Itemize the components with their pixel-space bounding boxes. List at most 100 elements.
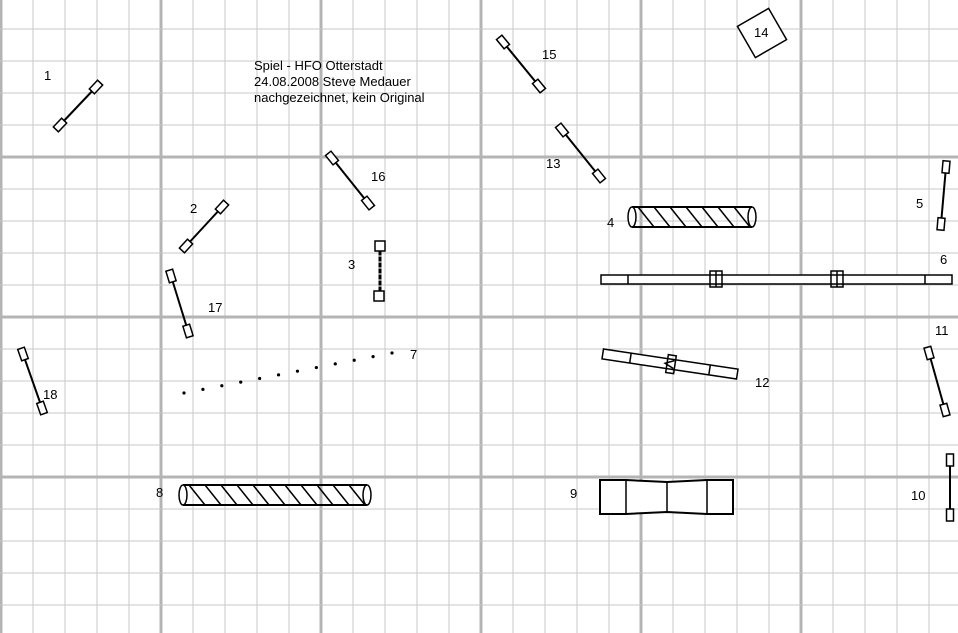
jump-wing (936, 216, 946, 232)
tunnel-stripe (701, 206, 719, 228)
seesaw-arrow (663, 359, 675, 370)
jump-13 (554, 122, 607, 184)
tunnel-end (747, 206, 757, 228)
course-title: Spiel - HFO Otterstadt 24.08.2008 Steve … (254, 58, 425, 105)
obstacle-label-13: 13 (546, 156, 560, 171)
jump-wing (35, 400, 49, 416)
jump-wing (52, 117, 68, 133)
jump-bar (331, 157, 369, 204)
jump-wing (324, 150, 340, 166)
wall-post (373, 290, 385, 302)
jump-wing (945, 508, 955, 522)
seesaw-pivot (664, 353, 678, 375)
dogwalk-6 (600, 270, 953, 288)
title-line-2: 24.08.2008 Steve Medauer (254, 74, 412, 89)
tunnel-stripe (204, 484, 222, 506)
jump-bar (170, 275, 189, 332)
tunnel-stripe (685, 206, 703, 228)
tunnel-end (627, 206, 637, 228)
tunnel-stripe (316, 484, 334, 506)
jump-wing (214, 199, 230, 215)
tunnel-stripe (268, 484, 286, 506)
jump-wing (945, 453, 955, 467)
tunnel-stripe (252, 484, 270, 506)
obstacle-label-17: 17 (208, 300, 222, 315)
chute-9 (599, 479, 734, 515)
tunnel-stripe (653, 206, 671, 228)
tunnel-stripe (733, 206, 751, 228)
tunnel-body (183, 484, 367, 506)
weave-pole (333, 362, 337, 366)
jump-bar (185, 206, 223, 247)
jump-1 (52, 79, 104, 133)
tunnel-stripe (637, 206, 655, 228)
jump-wing (591, 168, 607, 184)
jump-bar (502, 41, 540, 87)
jump-wing (164, 268, 178, 284)
jump-17 (164, 268, 195, 339)
wall-3 (373, 240, 386, 302)
tunnel-stripe (236, 484, 254, 506)
jump-bar (940, 166, 947, 225)
wall-post (374, 240, 386, 252)
obstacle-label-16: 16 (371, 169, 385, 184)
jump-wing (554, 122, 570, 138)
jump-bar (59, 86, 97, 126)
jump-wing (16, 346, 30, 362)
obstacle-label-7: 7 (410, 347, 417, 362)
jump-wing (495, 34, 511, 50)
obstacle-label-2: 2 (190, 201, 197, 216)
tunnel-8 (178, 484, 372, 506)
tunnel-stripe (717, 206, 735, 228)
jump-wing (941, 159, 951, 175)
jump-wing (939, 402, 951, 418)
obstacles (16, 7, 955, 522)
jump-5 (936, 159, 951, 232)
jump-bar (928, 352, 946, 411)
obstacle-label-14: 14 (754, 25, 768, 40)
weave-pole (314, 365, 318, 370)
tunnel-stripe (669, 206, 687, 228)
weave-pole (220, 384, 224, 388)
weave-pole (258, 376, 262, 381)
obstacle-label-11: 11 (935, 323, 949, 338)
jump-bar (22, 353, 43, 409)
jump-bar (561, 129, 600, 177)
tunnel-stripe (300, 484, 318, 506)
tunnel-stripe (220, 484, 238, 506)
jump-15 (495, 34, 547, 94)
tunnel-body (632, 206, 752, 228)
seesaw-plank (601, 348, 739, 380)
jump-18 (16, 346, 49, 416)
weave-pole (182, 391, 186, 395)
obstacle-label-18: 18 (43, 387, 57, 402)
weave-poles-7 (182, 351, 394, 395)
tunnel-stripe (332, 484, 350, 506)
weave-pole (201, 387, 205, 391)
weave-pole (352, 358, 356, 362)
title-line-3: nachgezeichnet, kein Original (254, 90, 425, 105)
seesaw-12 (601, 348, 739, 380)
obstacle-label-9: 9 (570, 486, 577, 501)
title-line-1: Spiel - HFO Otterstadt (254, 58, 383, 73)
weave-pole (295, 369, 300, 373)
jump-10 (945, 453, 955, 522)
weave-pole (371, 355, 375, 359)
obstacle-label-8: 8 (156, 485, 163, 500)
jump-wing (181, 323, 195, 339)
table-14 (736, 7, 788, 59)
jump-wing (360, 195, 376, 211)
jump-2 (178, 199, 230, 254)
tunnel-end (178, 484, 188, 506)
dogwalk-plank (600, 274, 953, 285)
obstacle-label-3: 3 (348, 257, 355, 272)
tunnel-stripe (284, 484, 302, 506)
obstacle-label-12: 12 (755, 375, 769, 390)
jump-wing (178, 238, 194, 254)
obstacle-label-15: 15 (542, 47, 556, 62)
jump-11 (923, 345, 951, 418)
